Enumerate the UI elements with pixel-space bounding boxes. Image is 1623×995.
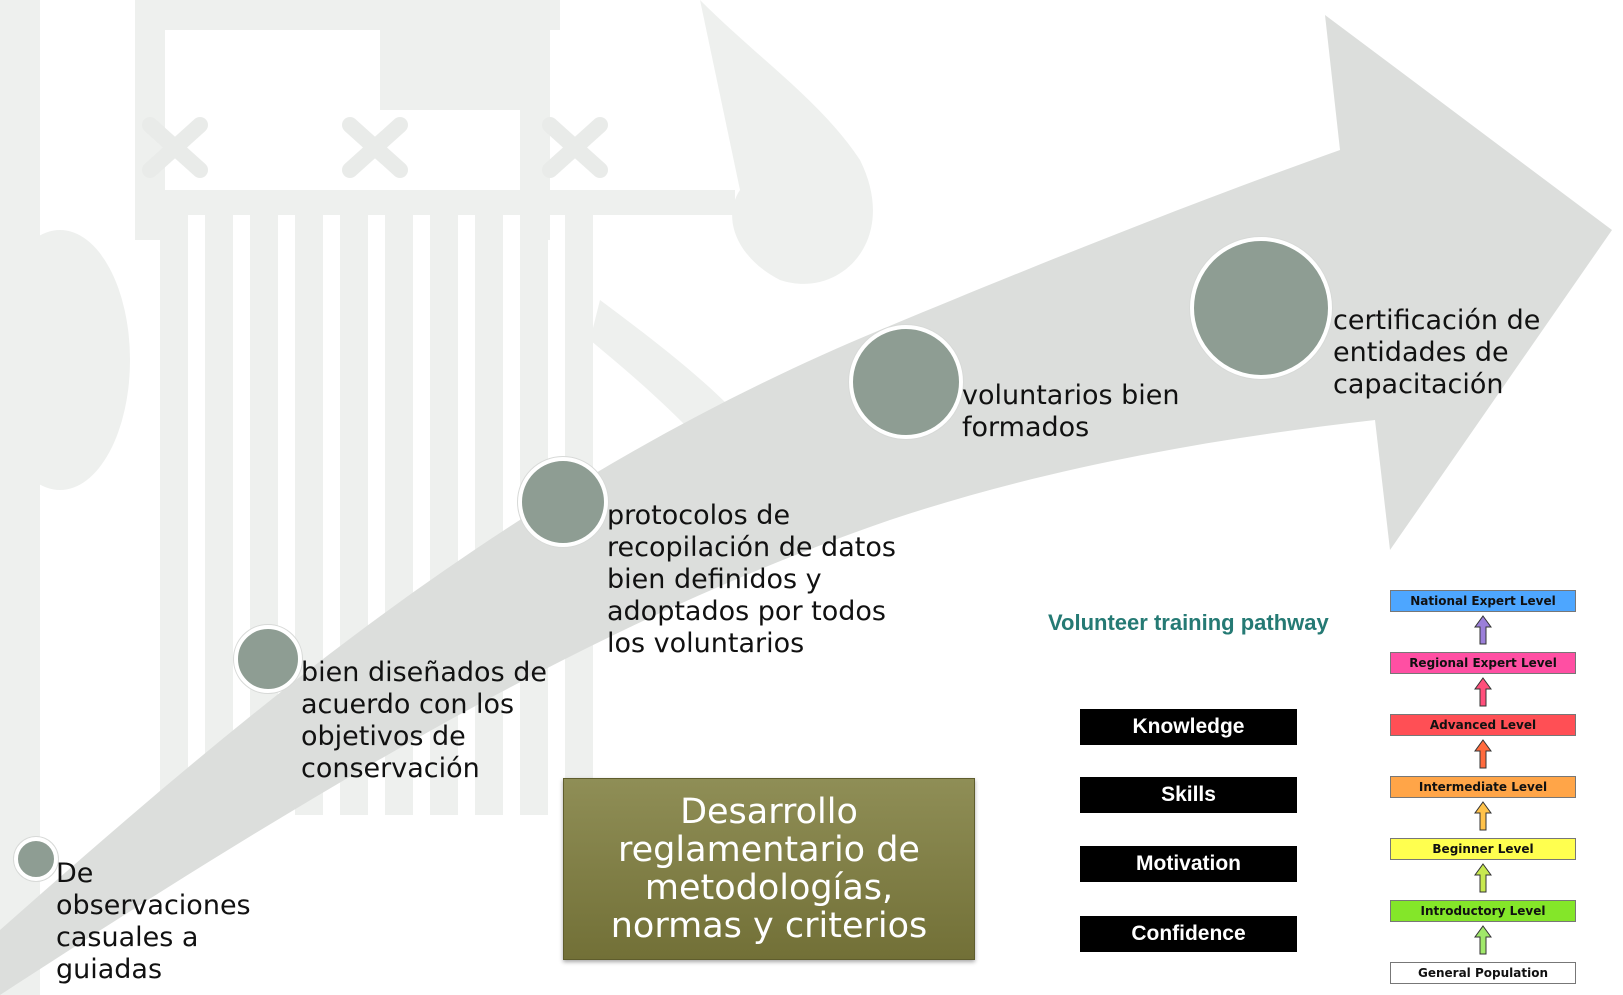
- milestone-2-label: bien diseñados de acuerdo con los objeti…: [301, 657, 547, 784]
- skill-knowledge: Knowledge: [1080, 709, 1297, 745]
- skill-skills: Skills: [1080, 777, 1297, 813]
- level-up-arrow-icon: [1474, 739, 1492, 769]
- level-regional-expert: Regional Expert Level: [1390, 652, 1576, 674]
- milestone-2-circle: [234, 625, 302, 693]
- milestone-1-circle: [14, 837, 58, 881]
- level-intermediate: Intermediate Level: [1390, 776, 1576, 798]
- level-up-arrow-icon: [1474, 801, 1492, 831]
- pathway-title: Volunteer training pathway: [1048, 610, 1329, 635]
- skill-confidence: Confidence: [1080, 916, 1297, 952]
- level-up-arrow-icon: [1474, 925, 1492, 955]
- skill-motivation: Motivation: [1080, 846, 1297, 882]
- regulation-box-text: Desarrollo reglamentario de metodologías…: [610, 792, 928, 946]
- level-introductory: Introductory Level: [1390, 900, 1576, 922]
- milestone-5-circle: [1190, 237, 1332, 379]
- milestone-4-label: voluntarios bien formados: [962, 380, 1180, 443]
- regulation-box: Desarrollo reglamentario de metodologías…: [563, 778, 975, 960]
- level-general-population: General Population: [1390, 962, 1576, 984]
- level-national-expert: National Expert Level: [1390, 590, 1576, 612]
- level-beginner: Beginner Level: [1390, 838, 1576, 860]
- milestone-1-label: De observaciones casuales a guiadas: [56, 858, 251, 985]
- milestone-4-circle: [849, 325, 963, 439]
- milestone-5-label: certificación de entidades de capacitaci…: [1333, 305, 1541, 400]
- milestone-3-label: protocolos de recopilación de datos bien…: [607, 500, 896, 659]
- level-up-arrow-icon: [1474, 863, 1492, 893]
- level-up-arrow-icon: [1474, 677, 1492, 707]
- milestone-3-circle: [518, 457, 608, 547]
- level-up-arrow-icon: [1474, 615, 1492, 645]
- watermark-crosses: [142, 117, 608, 178]
- level-advanced: Advanced Level: [1390, 714, 1576, 736]
